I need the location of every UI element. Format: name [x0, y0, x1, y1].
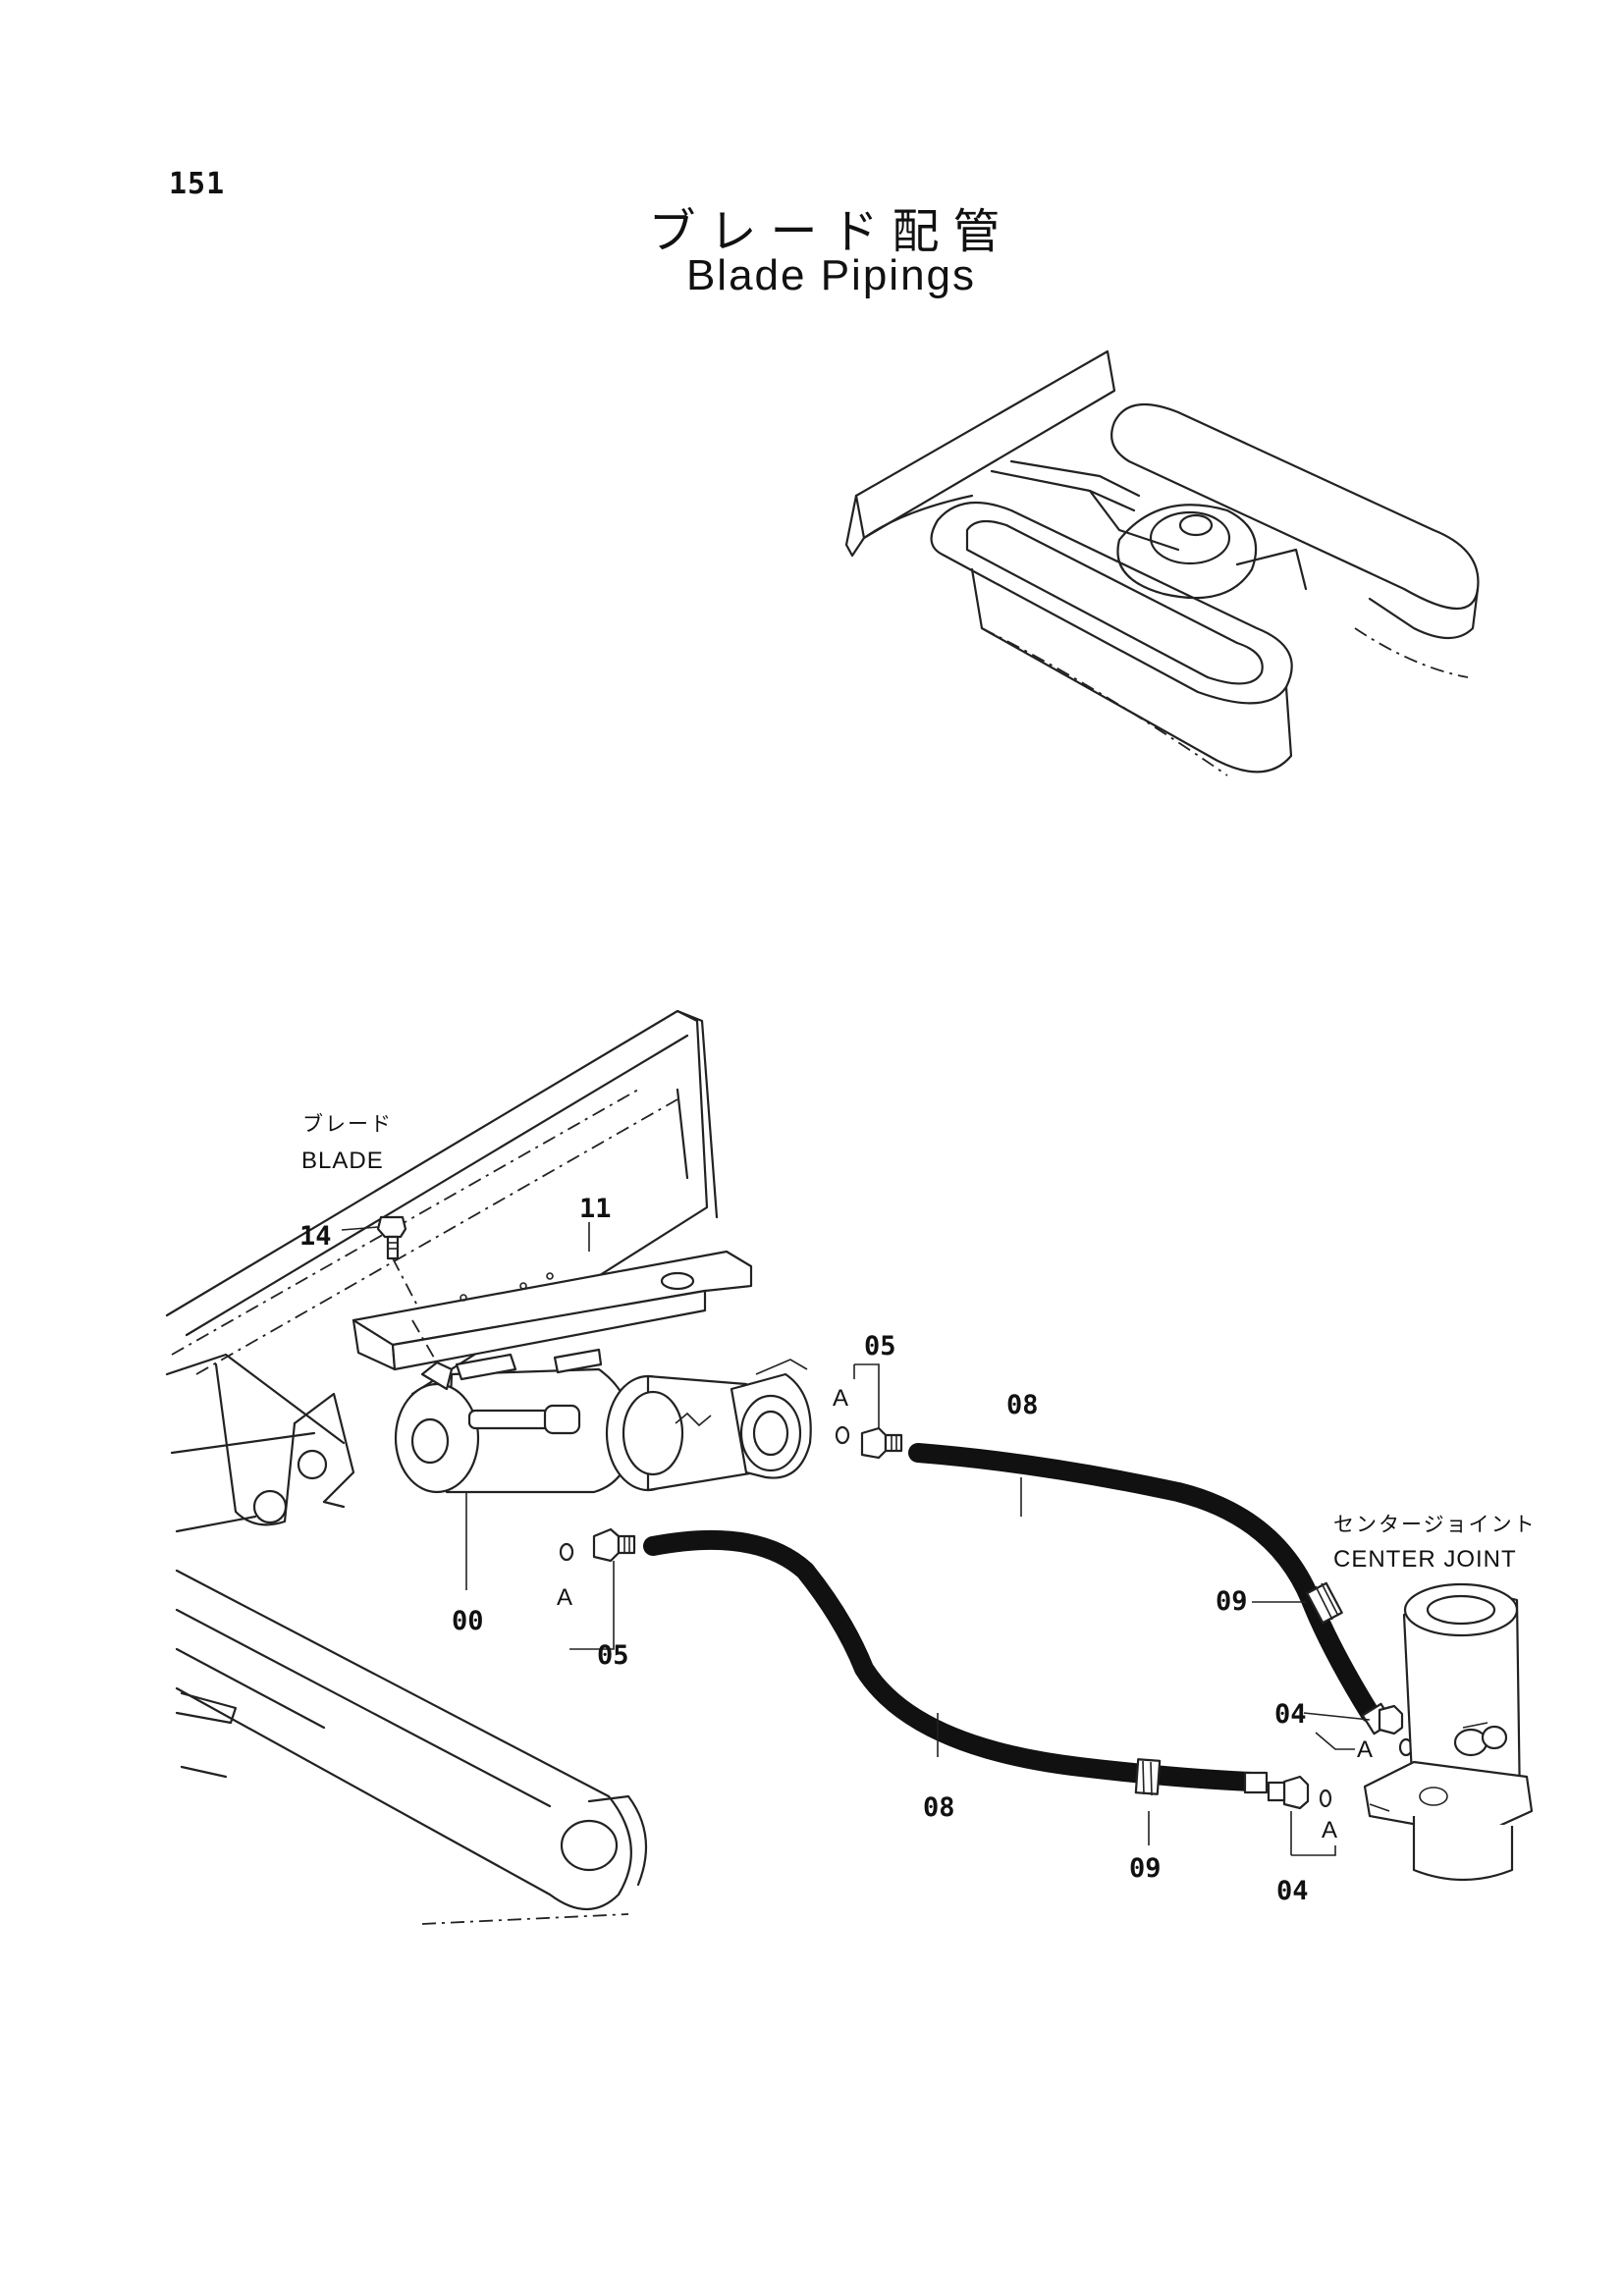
detail-mark-a-upper-right: A [1357, 1736, 1374, 1763]
blade-label: BLADE [301, 1148, 384, 1174]
callout-14: 14 [299, 1221, 332, 1252]
blade-assembly-illustration [165, 1009, 719, 1925]
callout-04-lower: 04 [1276, 1876, 1309, 1906]
center-joint-label: CENTER JOINT [1333, 1546, 1517, 1573]
detail-mark-a-lower-right: A [1322, 1817, 1338, 1843]
adapter-part-04-lower [1267, 1775, 1310, 1810]
callout-08-lower: 08 [923, 1792, 955, 1823]
o-ring-lower-right [1319, 1789, 1332, 1808]
adapter-part-05-upper [860, 1426, 903, 1460]
callout-11: 11 [579, 1194, 612, 1224]
callout-leader-lines [341, 1222, 1390, 1856]
callout-08-upper: 08 [1006, 1390, 1039, 1420]
o-ring-lower-left [559, 1542, 574, 1562]
page-title: Blade Pipings [685, 251, 977, 299]
callout-05-upper: 05 [864, 1331, 896, 1362]
blade-cylinder-part-00 [394, 1348, 812, 1561]
hose-fitting-lower-right [1243, 1771, 1269, 1794]
undercarriage-overview-illustration [844, 349, 1480, 776]
detail-mark-a-upper-left: A [833, 1385, 849, 1412]
blade-label-japanese: ブレード [302, 1112, 393, 1136]
callout-09-lower: 09 [1129, 1853, 1162, 1884]
callout-09-upper: 09 [1216, 1586, 1248, 1617]
o-ring-upper-left [835, 1425, 850, 1445]
center-joint-illustration [1363, 1582, 1534, 1882]
page-title-japanese: ブレード配管 [648, 204, 1014, 259]
page-number: 151 [169, 167, 226, 201]
hose-clamp-part-09-upper [1306, 1581, 1343, 1625]
hose-part-08-upper [908, 1443, 1380, 1723]
bolt-part-14 [376, 1215, 418, 1307]
detail-mark-a-lower-left: A [557, 1584, 573, 1611]
bracket-part-11 [352, 1250, 753, 1415]
callout-00: 00 [452, 1606, 484, 1636]
center-joint-label-japanese: センタージョイント [1333, 1513, 1537, 1536]
hose-part-08-lower [643, 1529, 1262, 1791]
callout-05-lower: 05 [597, 1640, 629, 1671]
callout-04-upper: 04 [1274, 1699, 1307, 1730]
hose-clamp-part-09-lower [1134, 1758, 1162, 1796]
adapter-part-05-lower [592, 1527, 636, 1563]
adapter-part-04-upper [1378, 1704, 1404, 1735]
